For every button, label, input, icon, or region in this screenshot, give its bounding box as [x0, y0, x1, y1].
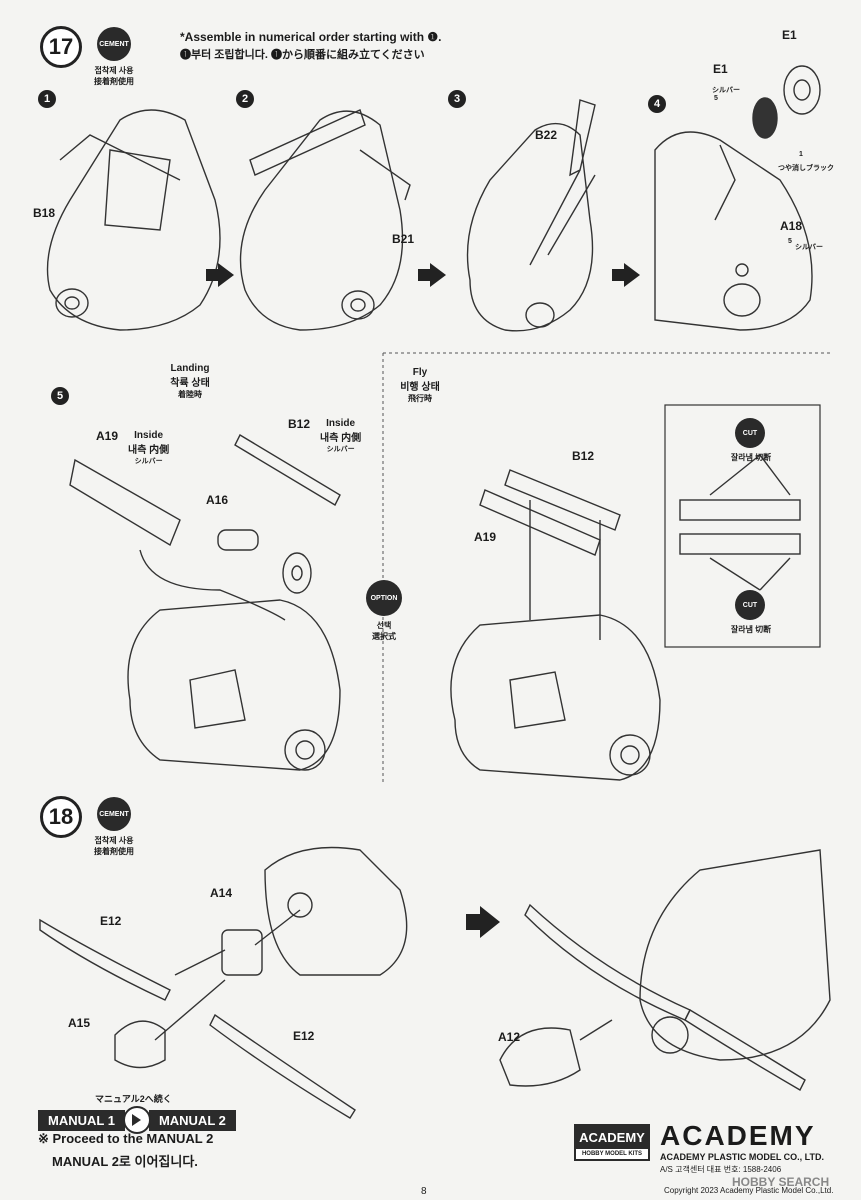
fly-en: Fly — [412, 367, 428, 378]
landing-en: Landing — [170, 363, 210, 374]
cement-label-jp: 接着剤使用 — [94, 77, 134, 86]
company-name: ACADEMY PLASTIC MODEL CO., LTD. — [660, 1152, 825, 1162]
landing-gear-drawing — [69, 434, 341, 771]
option-kr: 선택 — [376, 621, 392, 630]
cut-badge-bottom: CUT — [735, 590, 765, 620]
manual-continue-jp: マニュアル2へ続く — [95, 1094, 172, 1104]
part-label-e1: E1 — [713, 62, 728, 76]
step-17-number: 17 — [40, 26, 82, 68]
manual-1-label: MANUAL 1 — [38, 1109, 125, 1131]
inside-en-b12: Inside — [326, 418, 356, 429]
fly-kr: 비행 상태 — [400, 382, 440, 393]
assembly-instruction-kr: ❶부터 조립합니다. ❶から順番に組み立てください — [180, 49, 425, 61]
manual-arrow-icon — [122, 1106, 151, 1134]
part-label-b21: B21 — [392, 232, 415, 246]
cut-diagram — [679, 454, 801, 591]
academy-box-logo-text: ACADEMY — [576, 1126, 648, 1149]
part-label-b12-landing: B12 — [288, 417, 311, 431]
part-label-b12-fly: B12 — [572, 449, 595, 463]
propeller-assembled-drawing — [499, 849, 831, 1091]
part-label-b18: B18 — [33, 206, 56, 220]
option-badge: OPTION — [366, 580, 402, 616]
inside-caption-b12: Inside 내측 内側 シルバー — [320, 418, 361, 454]
part-label-e1-top: E1 — [782, 28, 797, 42]
watermark: HOBBY SEARCH — [732, 1175, 830, 1189]
flat-black-paint-label: つや消しブラック — [778, 165, 834, 172]
fly-caption: Fly 비행 상태 飛行時 — [380, 367, 460, 404]
proceed-kr: MANUAL 2로 이어집니다. — [52, 1154, 198, 1169]
step-18-number: 18 — [40, 796, 82, 838]
inside-silver-a19: シルバー — [134, 458, 163, 465]
cut-caption-top: 잘라냄 切断 — [730, 453, 772, 462]
silver-paint-number-a18: 5 — [788, 238, 792, 245]
part-label-a19-fly: A19 — [474, 530, 497, 544]
substep-5-marker: 5 — [51, 387, 69, 405]
proceed-en: ※ Proceed to the MANUAL 2 — [38, 1131, 214, 1146]
flow-arrow-3 — [612, 263, 640, 287]
propeller-parts-drawing — [39, 846, 408, 1119]
cut-caption-bottom: 잘라냄 切断 — [730, 625, 772, 634]
cement-label-jp-18: 接着剤使用 — [94, 847, 134, 856]
nacelle-drawing-2 — [239, 109, 411, 331]
option-jp: 選択式 — [372, 632, 396, 641]
option-caption: 선택 選択式 — [358, 620, 410, 642]
part-label-a19-landing: A19 — [96, 429, 119, 443]
cement-label-kr: 접착제 사용 — [94, 66, 134, 75]
part-label-a15: A15 — [68, 1016, 91, 1030]
flow-arrow-18 — [466, 906, 500, 938]
nacelle-drawing-3 — [466, 99, 596, 332]
nacelle-drawing-1 — [46, 109, 221, 331]
part-label-a14: A14 — [210, 886, 233, 900]
part-label-a18: A18 — [780, 219, 803, 233]
flow-arrow-1 — [206, 263, 234, 287]
silver-paint-label-e1: シルバー — [712, 87, 740, 94]
inside-kr-a19: 내측 内側 — [128, 445, 170, 456]
silver-paint-number-e1: 5 — [714, 95, 718, 102]
cement-icon-18: CEMENT — [97, 797, 131, 831]
inside-caption-a19: Inside 내측 内側 シルバー — [128, 430, 169, 466]
substep-3-marker: 3 — [448, 90, 466, 108]
page-number: 8 — [421, 1186, 427, 1197]
part-label-a16: A16 — [206, 493, 229, 507]
copyright: Copyright 2023 Academy Plastic Model Co.… — [664, 1186, 834, 1195]
substep-4-marker: 4 — [648, 95, 666, 113]
part-label-e12-bottom: E12 — [293, 1029, 315, 1043]
landing-caption: Landing 착륙 상태 着陸時 — [150, 363, 230, 400]
cut-badge-top: CUT — [735, 418, 765, 448]
fly-drawing — [450, 469, 661, 781]
academy-box-logo-sub: HOBBY MODEL KITS — [581, 1151, 643, 1157]
cement-label: 접착제 사용 接着剤使用 — [84, 65, 144, 87]
silver-paint-label-a18: シルバー — [795, 244, 823, 251]
nacelle-drawing-4 — [654, 65, 821, 331]
landing-kr: 착륙 상태 — [170, 378, 210, 389]
manual-2-label: MANUAL 2 — [148, 1109, 236, 1131]
academy-wordmark: ACADEMY — [660, 1120, 816, 1151]
inside-en-a19: Inside — [134, 430, 164, 441]
substep-2-marker: 2 — [236, 90, 254, 108]
cement-label-kr-18: 접착제 사용 — [94, 836, 134, 845]
part-label-a12: A12 — [498, 1030, 521, 1044]
manual-transition: MANUAL 1 MANUAL 2 — [38, 1106, 236, 1134]
cement-label-18: 접착제 사용 接着剤使用 — [84, 835, 144, 857]
flat-black-paint-number: 1 — [799, 151, 803, 158]
inside-kr-b12: 내측 内側 — [320, 433, 362, 444]
landing-jp: 着陸時 — [178, 390, 202, 399]
part-label-b22: B22 — [535, 128, 558, 142]
assembly-instruction-en: *Assemble in numerical order starting wi… — [180, 30, 442, 44]
substep-1-marker: 1 — [38, 90, 56, 108]
flow-arrow-2 — [418, 263, 446, 287]
as-center-number: A/S 고객센터 대표 번호: 1588-2406 — [660, 1165, 782, 1174]
fly-jp: 飛行時 — [408, 394, 432, 403]
cement-icon: CEMENT — [97, 27, 131, 61]
academy-box-logo: ACADEMY HOBBY MODEL KITS — [574, 1124, 650, 1161]
inside-silver-b12: シルバー — [326, 446, 355, 453]
part-label-e12-top: E12 — [100, 914, 122, 928]
